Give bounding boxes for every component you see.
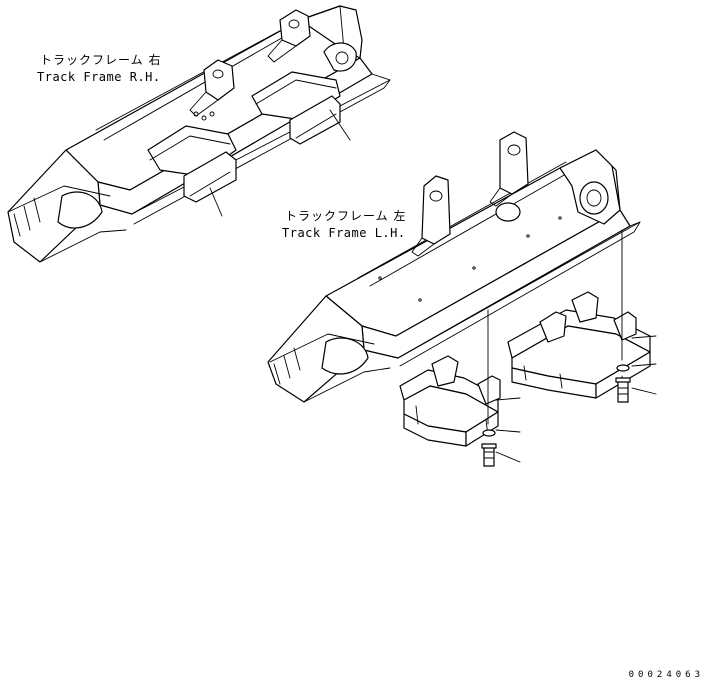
guard-rear — [507, 291, 651, 399]
track-frame-lh-label-en: Track Frame L.H. — [282, 226, 406, 240]
track-frame-lh — [267, 131, 641, 403]
track-frame-rh-label-ja: トラックフレーム 右 — [40, 53, 162, 67]
fasteners — [481, 229, 657, 467]
track-frame-lh-label-ja: トラックフレーム 左 — [285, 209, 407, 223]
track-frame-rh — [7, 5, 391, 263]
track-frame-rh-label-en: Track Frame R.H. — [37, 70, 161, 84]
guard-front — [399, 355, 501, 447]
drawing-number: 00024063 — [628, 670, 704, 680]
